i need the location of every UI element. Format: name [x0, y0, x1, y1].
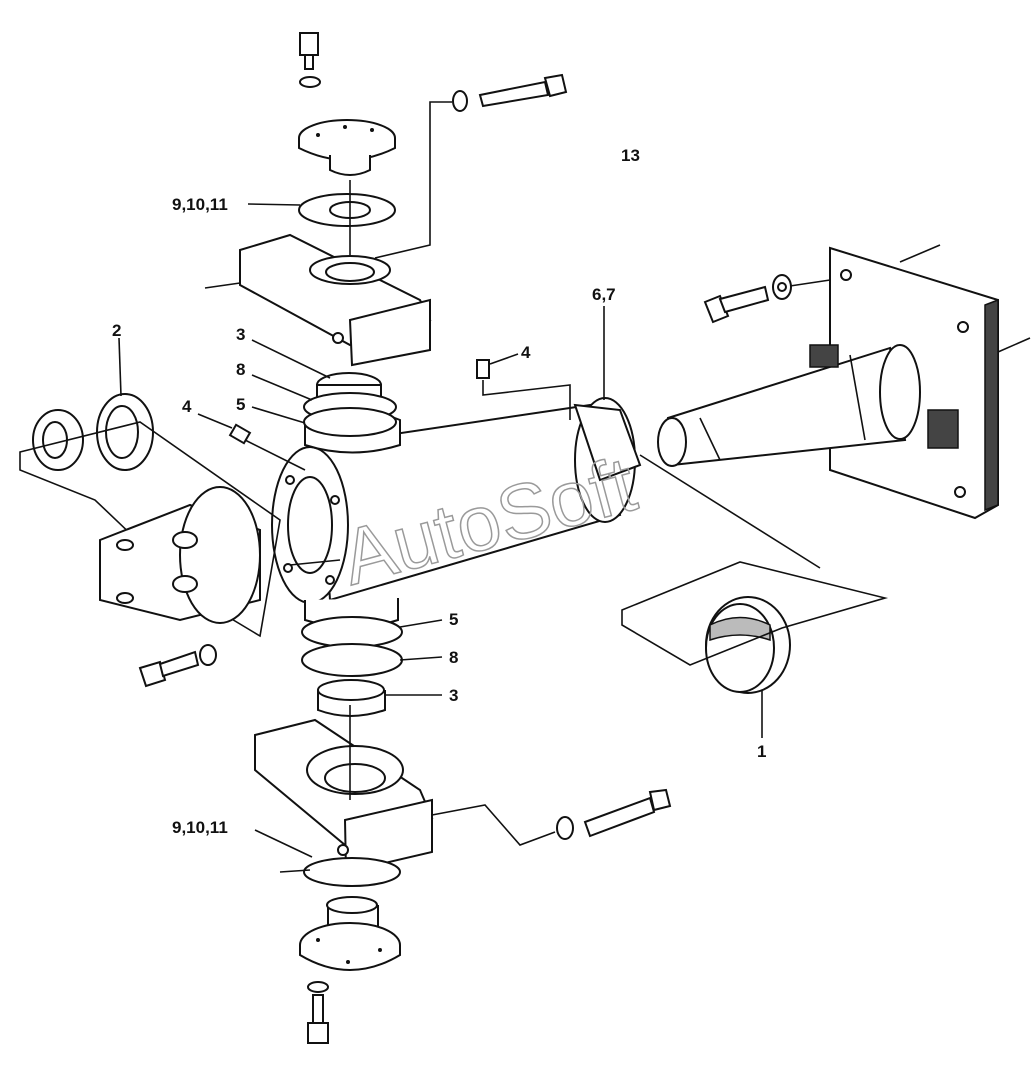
lower-bolt [307, 981, 329, 1044]
leader-4-top [489, 353, 519, 365]
grease-fitting-left [228, 423, 252, 445]
lower-shim [303, 857, 401, 887]
upper-bearing-stack [303, 372, 397, 437]
callout-4-left: 4 [182, 397, 192, 416]
callout-3-top: 3 [236, 325, 245, 344]
lower-cap-plate [299, 896, 401, 971]
callout-3-bottom: 3 [449, 686, 458, 705]
callout-9-10-11-top: 9,10,11 [172, 195, 228, 214]
bushing-part-2 [96, 393, 154, 471]
upper-cap-plate [298, 119, 396, 176]
axis-line-upper-left [204, 282, 241, 289]
lower-side-bolt [431, 788, 672, 846]
upper-bolt [299, 32, 321, 88]
grease-fitting-top [476, 359, 571, 420]
callout-8-bottom: 8 [449, 648, 458, 667]
upper-side-bolt [374, 73, 568, 259]
leader-3-top [251, 339, 331, 379]
castle-nut [32, 409, 84, 471]
upper-bracket [239, 233, 432, 367]
figure-number: 13 [621, 146, 640, 165]
callout-9-10-11-bottom: 9,10,11 [172, 818, 228, 837]
clevis-bolt [138, 644, 217, 688]
callout-5-bottom: 5 [449, 610, 458, 629]
leader-8-bottom [399, 656, 443, 661]
leader-4-left [197, 413, 233, 429]
lower-bearing-stack [301, 616, 403, 717]
callout-4-top: 4 [521, 343, 531, 362]
leader-9-10-11-top [247, 203, 301, 206]
leader-5-top [251, 406, 306, 424]
bushing-part-1 [705, 596, 791, 738]
flange-bolt [703, 274, 831, 324]
callout-6-7: 6,7 [592, 285, 616, 304]
leader-2 [118, 337, 122, 397]
tapered-spindle [657, 344, 959, 467]
axis-line-lower-left [279, 869, 311, 873]
callout-5-top: 5 [236, 395, 245, 414]
leader-9-10-11-bottom [254, 829, 313, 858]
lower-bracket [254, 718, 434, 874]
assembly-leader-frame-right [621, 561, 889, 666]
callout-8-top: 8 [236, 360, 245, 379]
leader-5-bottom [399, 619, 443, 628]
callout-2: 2 [112, 321, 121, 340]
callout-1: 1 [757, 742, 766, 761]
steering-cylinder-housing [271, 397, 642, 629]
leader-line [639, 454, 821, 569]
clevis-yoke [99, 486, 261, 624]
upper-shim [298, 193, 396, 227]
leader-4-left-ext [244, 439, 306, 471]
leader-8-top [251, 374, 313, 401]
